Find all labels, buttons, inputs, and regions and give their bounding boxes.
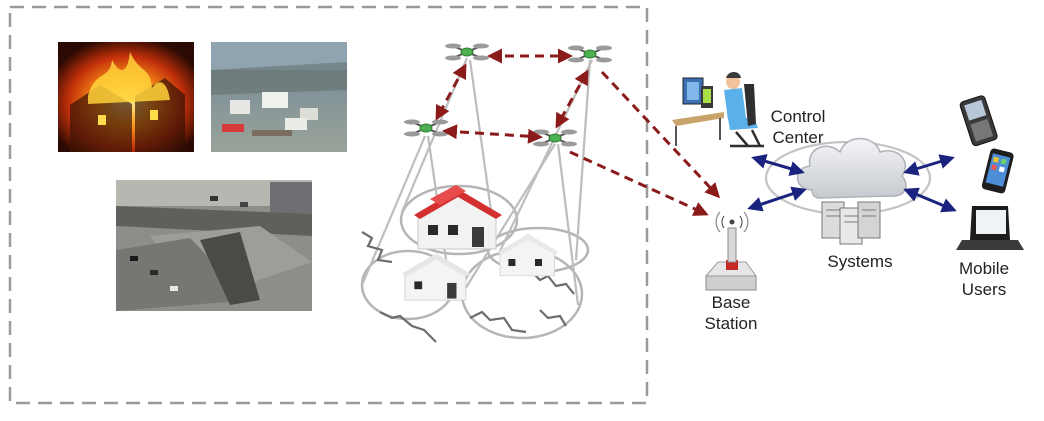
smartphone-icon: [981, 148, 1014, 194]
cloud-icon: [796, 137, 907, 199]
control-center-label-line-1: Control: [770, 107, 826, 126]
systems-label: Systems: [827, 252, 893, 271]
drone-links: [435, 48, 721, 216]
antenna-tower-icon: [704, 211, 757, 291]
collapsed-highway-photo: [116, 180, 312, 311]
quadcopter-icon: [404, 119, 448, 137]
mobile-users-label-line-1: Mobile: [958, 259, 1010, 278]
house-icon: [497, 233, 559, 277]
network-links: [747, 154, 957, 213]
coverage-ellipse: [399, 184, 519, 256]
operator-at-desk-icon: [672, 72, 764, 148]
server-icon: [821, 201, 881, 245]
mobile-users-label-line-2: Users: [961, 280, 1007, 299]
base-station-label-line-2: Station: [704, 314, 758, 333]
house-icon: [401, 253, 471, 301]
quadcopter-icon: [568, 45, 612, 63]
laptop-icon: [956, 206, 1024, 250]
base-station-label-line-1: Base: [711, 293, 751, 312]
fire-photo: [58, 42, 194, 152]
house-icon: [414, 185, 502, 250]
mobile-users-label: Mobile Users: [942, 258, 1026, 300]
base-station-label: Base Station: [686, 292, 776, 334]
control-center-label: Control Center: [753, 106, 843, 148]
blackberry-phone-icon: [959, 95, 998, 147]
disaster-area-border: [8, 5, 649, 405]
flood-photo: [211, 42, 347, 152]
quadcopter-icon: [445, 43, 489, 61]
coverage-cone-lines: [360, 57, 593, 306]
control-center-label-line-2: Center: [772, 128, 824, 147]
